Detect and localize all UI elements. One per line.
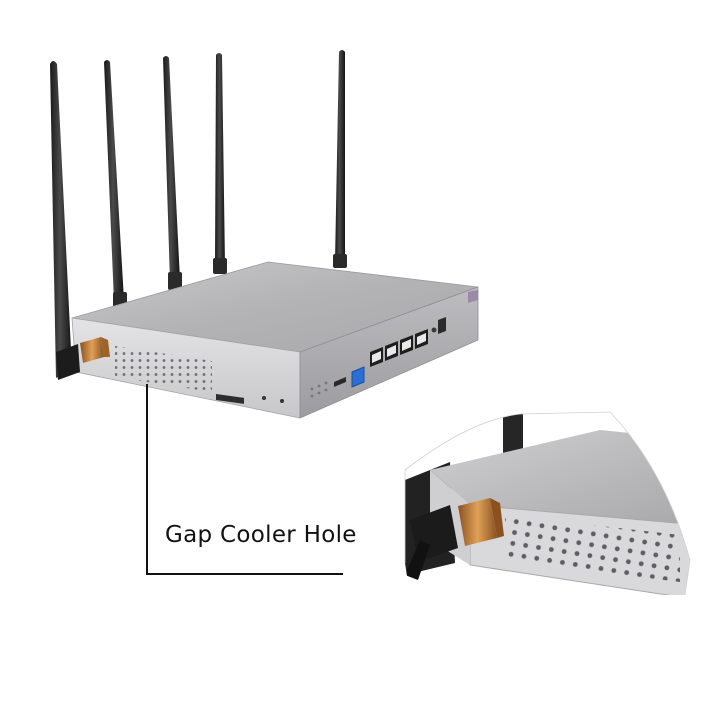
zoom-inset-border [404, 411, 691, 596]
antenna-5 [333, 50, 347, 268]
sim-slot [334, 377, 346, 387]
antenna-2 [104, 60, 127, 310]
callout-label: Gap Cooler Hole [165, 522, 357, 548]
zoom-inset [405, 412, 690, 595]
router-chassis [71, 261, 479, 419]
gold-connector [80, 337, 104, 363]
sd-card-slot [216, 394, 244, 404]
antenna-4 [213, 53, 227, 274]
lan-ports [370, 329, 428, 367]
status-leds [310, 381, 328, 398]
usb-port [351, 366, 365, 388]
antenna-group [104, 50, 347, 310]
antenna-3 [163, 56, 182, 290]
power-switch [438, 317, 446, 334]
callout-leader-line [146, 384, 343, 575]
zoom-gold-connector [458, 498, 497, 546]
cooler-holes [115, 346, 212, 392]
antenna-1 [50, 61, 110, 380]
led-indicator [280, 399, 284, 403]
power-jack [431, 327, 437, 333]
zoom-cooler-holes [505, 515, 680, 582]
led-indicator [262, 396, 266, 400]
